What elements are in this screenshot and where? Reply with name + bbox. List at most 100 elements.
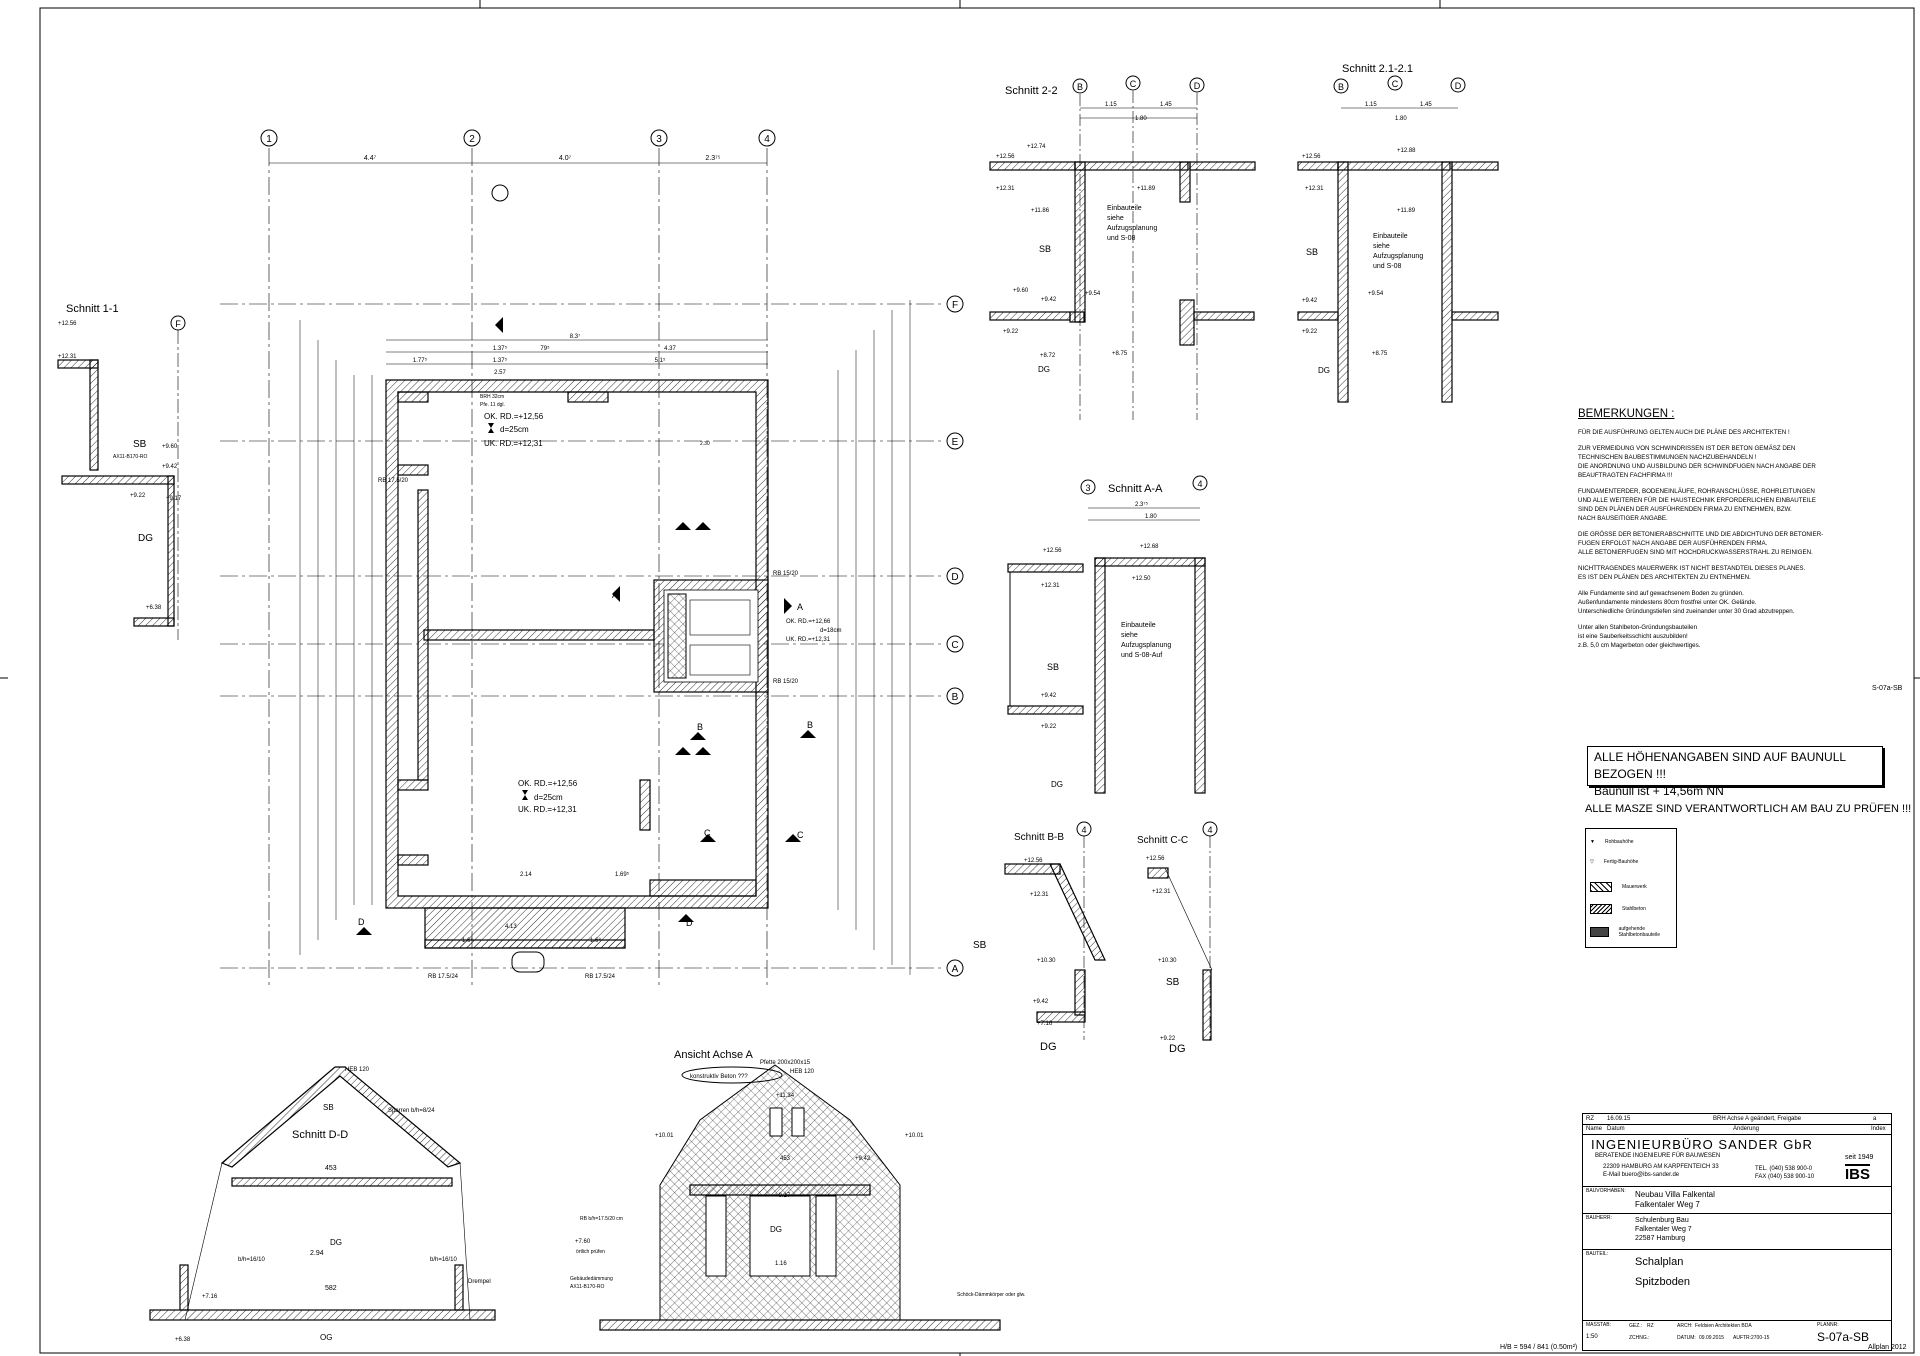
tb-datum: 09.09.2015 — [1699, 1335, 1725, 1341]
s22-dim-1: 1.45 — [1160, 102, 1172, 108]
sCC-lvl-0: +12.56 — [1146, 856, 1165, 862]
sBB-axis: 4 — [1081, 825, 1086, 835]
s22-lvl-0: +12.74 — [1027, 144, 1046, 150]
s2121-lvl-1: +12.31 — [1305, 186, 1324, 192]
ansicht-label-1: Pfette 200x200x15 — [760, 1060, 811, 1066]
tb-bauherr-label: BAUHERR: — [1586, 1215, 1612, 1221]
cut-A-left: A — [612, 590, 618, 600]
ansicht-room-DG: DG — [770, 1225, 782, 1234]
sDD-label-3: b/h=16/10 — [430, 1257, 458, 1263]
s22-room-SB: SB — [1039, 244, 1051, 254]
plan-dim-3: 79⁵ — [540, 345, 550, 352]
s2121-lvl-3: +11.89 — [1397, 208, 1416, 214]
plan-dim-6: 1.37⁵ — [493, 357, 508, 364]
solid-swatch-icon — [1590, 927, 1609, 937]
s11-note: AX11-B170-RO — [113, 454, 147, 460]
plan-dim-7: 5.1⁵ — [655, 357, 666, 364]
s2121-room-SB: SB — [1306, 247, 1318, 257]
sAA-title: Schnitt A-A — [1108, 483, 1163, 495]
axis-D-label: D — [951, 572, 958, 583]
sBB-lvl-4: +7.16 — [1037, 1021, 1053, 1027]
slab-uk-3: UK. RD.=+12,31 — [786, 637, 831, 643]
section-A-A: 3 Schnitt A-A 4 2.3⁷⁵ 1.80 Einbauteile s… — [1007, 475, 1208, 794]
tb-plannr: S-07a-SB — [1817, 1330, 1870, 1344]
sAA-lvl-4: +9.42 — [1041, 693, 1057, 699]
notes-header: BEMERKUNGEN : — [1578, 408, 1675, 420]
sDD-lvl-0: +7.16 — [202, 1294, 218, 1300]
sAA-text-0: Einbauteile — [1121, 622, 1156, 629]
tb-gez: RZ — [1647, 1323, 1654, 1329]
s2121-text-3: und S-08 — [1373, 263, 1402, 270]
tb-datum-label: DATUM: — [1677, 1335, 1696, 1341]
tb-bauteil-2: Spitzboden — [1635, 1276, 1691, 1288]
dim-1695: 1.69⁵ — [615, 871, 630, 878]
s11-lvl-1: +12.31 — [58, 354, 77, 360]
s22-dim-2: 1.80 — [1135, 116, 1147, 122]
tb-tel: TEL. (040) 538 900-0 — [1755, 1166, 1813, 1172]
ansicht-label-6: +9.42 — [855, 1156, 871, 1162]
axis-C-label: C — [951, 640, 958, 651]
tb-zchng-label: ZCHNG.: — [1629, 1335, 1650, 1341]
ansicht-label-3: +11.34 — [776, 1093, 795, 1099]
level-marker-open-icon: ▽ — [1590, 859, 1594, 865]
sAA-axis-3: 3 — [1085, 483, 1090, 493]
section-markers: A A B B C C D D — [356, 317, 816, 935]
s22-lvl-10: +8.75 — [1112, 351, 1128, 357]
sAA-lvl-1: +12.31 — [1041, 583, 1060, 589]
concrete-swatch-icon — [1590, 904, 1612, 914]
tb-rev-letter: a — [1873, 1116, 1877, 1122]
ansicht-label-4: +10.01 — [655, 1133, 674, 1139]
s2121-lvl-4: +9.42 — [1302, 298, 1318, 304]
sAA-text-1: siehe — [1121, 632, 1138, 639]
plan-dim-1: 8.3⁷ — [570, 333, 581, 340]
s11-lvl-4: +9.22 — [130, 493, 146, 499]
tb-bauherr-3: 22587 Hamburg — [1635, 1235, 1686, 1242]
s11-axis: F — [175, 319, 181, 329]
section-2-2: Schnitt 2-2 B C D 1.15 1.45 1.80 Einbaut… — [989, 75, 1256, 420]
cut-B-right: B — [807, 720, 813, 730]
s2121-dim-1: 1.45 — [1420, 102, 1432, 108]
s2121-axis-D: D — [1455, 81, 1462, 91]
elevation-axis-A: Ansicht Achse A HEB 120 Pfette 200x200x1… — [570, 1049, 1025, 1331]
s2121-lvl-7: +8.75 — [1372, 351, 1388, 357]
sBB-lvl-0: +12.56 — [1024, 858, 1043, 864]
tb-firm: INGENIEURBÜRO SANDER GbR — [1591, 1137, 1813, 1152]
slab-ok-2: OK. RD.=+12,56 — [518, 779, 578, 788]
sAA-room-DG: DG — [1051, 780, 1063, 789]
slab-d-3: d=18cm — [820, 628, 842, 634]
note-5: NICHTTRAGENDES MAUERWERK IST NICHT BESTA… — [1578, 565, 1806, 581]
sAA-lvl-5: +9.22 — [1041, 724, 1057, 730]
tb-hdr-datum: Datum — [1607, 1126, 1625, 1132]
sAA-text-3: und S-08-Auf — [1121, 652, 1162, 659]
legend-item-mauerwerk: Mauerwerk — [1590, 882, 1647, 892]
cut-C-right: C — [797, 830, 804, 840]
ansicht-label-11: Gebäudedämmung — [570, 1276, 613, 1282]
sAA-lvl-0: +12.56 — [1043, 548, 1062, 554]
s11-lvl-6: +6.38 — [146, 605, 162, 611]
slab-label-upper: OK. RD.=+12,56 d=25cm UK. RD.=+12,31 — [484, 412, 544, 448]
s22-lvl-3: +11.86 — [1031, 208, 1050, 214]
footer-hb: H/B = 594 / 841 (0.50m²) — [1500, 1344, 1578, 1351]
sCC-room-SB: SB — [1166, 977, 1180, 988]
ansicht-label-5: +10.01 — [905, 1133, 924, 1139]
axis-B-label: B — [952, 692, 959, 703]
tb-rev-date: 16.09.15 — [1607, 1116, 1631, 1122]
slab-uk-2: UK. RD.=+12,31 — [518, 805, 577, 814]
note-2: ZUR VERMEIDUNG VON SCHWINDRISSEN IST DER… — [1578, 445, 1816, 479]
sCC-lvl-1: +12.31 — [1152, 889, 1171, 895]
s11-lvl-5: +9.17 — [166, 496, 182, 502]
s2121-lvl-6: +9.22 — [1302, 329, 1318, 335]
legend-item-aufgehend: aufgehende Stahlbetonbauteile — [1590, 926, 1676, 938]
s22-axis-B: B — [1077, 82, 1083, 92]
tb-massstab-label: MASSTAB: — [1586, 1322, 1611, 1328]
legend-item-stahlbeton: Stahlbeton — [1590, 904, 1646, 914]
height-reference-box: ALLE HÖHENANGABEN SIND AUF BAUNULL BEZOG… — [1587, 746, 1883, 798]
s2121-lvl-0: +12.56 — [1302, 154, 1321, 160]
slab-uk-1: UK. RD.=+12,31 — [484, 439, 543, 448]
sCC-lvl-2: +10.30 — [1158, 958, 1177, 964]
slab-ok-3: OK. RD.=+12,66 — [786, 619, 831, 625]
sDD-label-0: HEB 120 — [345, 1067, 370, 1073]
slab-d-2: d=25cm — [534, 793, 563, 802]
sAA-room-SB: SB — [1047, 662, 1059, 672]
